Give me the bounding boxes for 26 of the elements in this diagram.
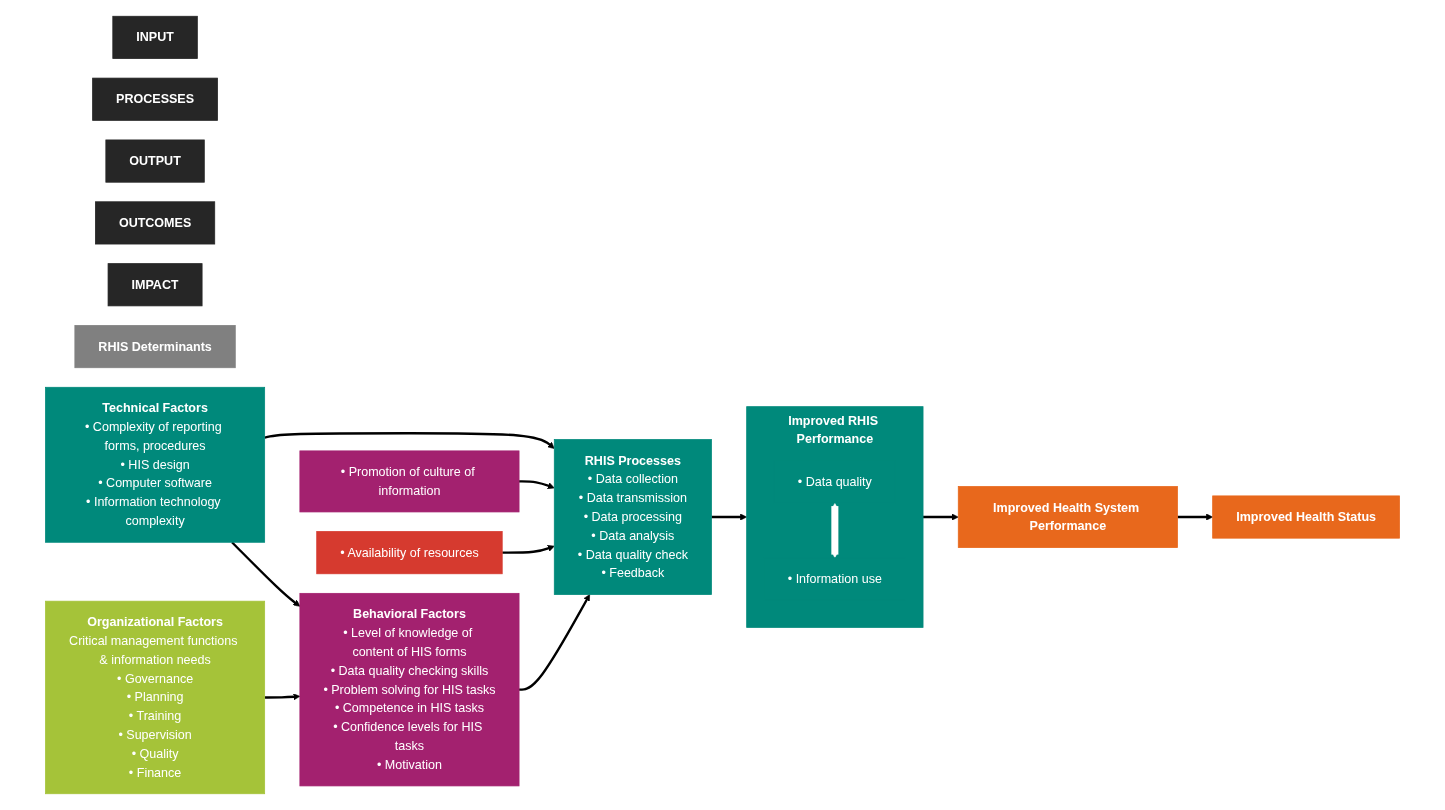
arrow	[519, 594, 590, 691]
node-box: Behavioral Factors • Level of knowledge of content of HIS forms • Data quality checking skills • Problem solving for HIS tasks • Competence in HIS tasks • Confidence levels for HIS tasks • Motivation	[299, 592, 520, 787]
node-box: Technical Factors • Complexity of reporting forms, procedures • HIS design • Computer software • Information technology complexity	[45, 386, 266, 543]
node-box: OUTPUT	[105, 139, 205, 183]
node-text: • Information use	[787, 571, 882, 586]
node-box: Organizational Factors Critical management functions & information needs • Governance • Planning • Training • Supervision • Quality • Finance	[45, 600, 266, 795]
arrow	[711, 513, 747, 521]
arrow	[923, 513, 959, 521]
node-box: OUTCOMES	[95, 201, 216, 245]
node-box: RHIS Processes • Data collection • Data transmission • Data processing • Data analysis • Data quality check • Feedback	[553, 439, 712, 595]
node-box: • Availability of resources	[316, 531, 503, 575]
node-box: IMPACT	[107, 263, 203, 307]
arrow	[264, 693, 301, 701]
arrow	[831, 502, 839, 559]
node-box: Improved Health System Performance	[957, 486, 1178, 548]
arrow	[1177, 513, 1213, 521]
node-box: Improved Health Status	[1212, 495, 1400, 539]
node-box: INPUT	[112, 15, 198, 59]
node-box: PROCESSES	[92, 77, 218, 121]
arrow	[502, 545, 555, 554]
arrow	[231, 541, 301, 607]
node-text: • Data quality	[797, 474, 872, 489]
arrow	[519, 480, 555, 489]
arrow	[264, 432, 555, 449]
node-box: RHIS Determinants	[74, 325, 236, 369]
node-box: • Promotion of culture of information	[299, 450, 520, 513]
